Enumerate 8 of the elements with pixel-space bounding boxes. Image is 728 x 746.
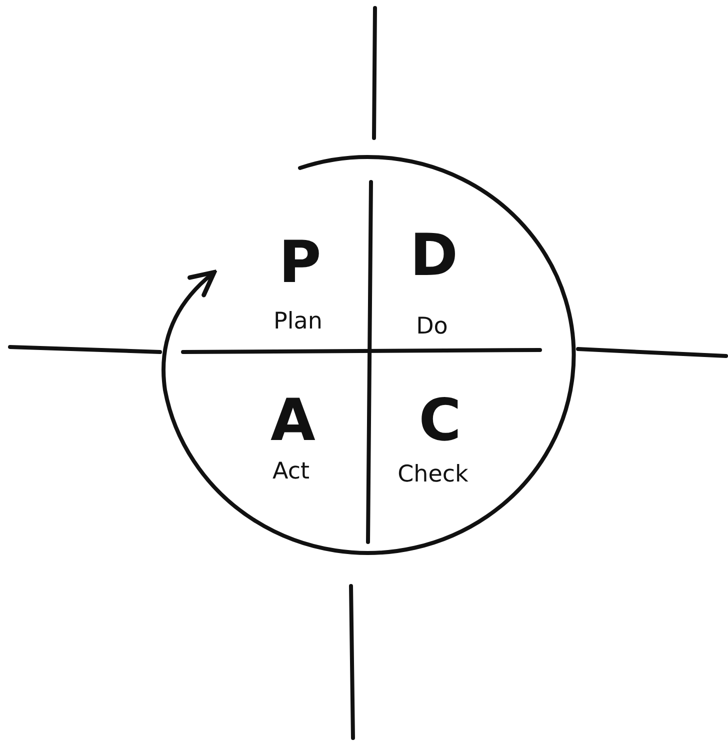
quadrant-letter: P — [278, 233, 322, 291]
quadrant-label: Act — [272, 460, 310, 484]
quadrant-label: Check — [398, 464, 468, 486]
quadrant-label: Plan — [274, 310, 322, 334]
quadrant-label: Do — [416, 316, 448, 338]
quadrant-letter: D — [410, 226, 458, 284]
quadrant-letter: C — [418, 391, 462, 449]
quadrant-letter: A — [270, 391, 316, 449]
